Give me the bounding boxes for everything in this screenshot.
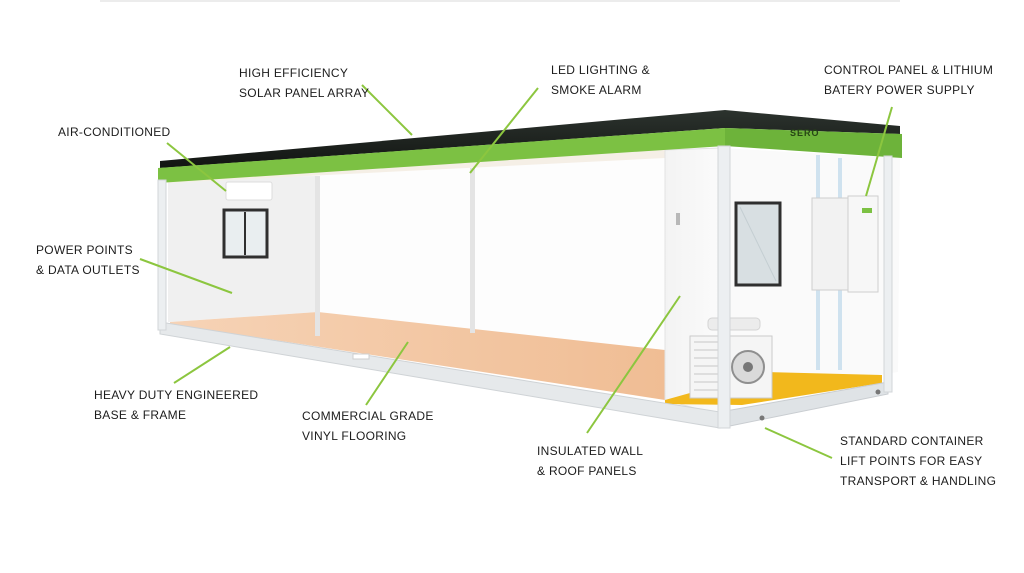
brand-logo: SERO <box>790 128 820 138</box>
lift-point-2 <box>875 389 881 395</box>
corner-post-back-right <box>883 155 893 393</box>
callout-lift-line2: LIFT POINTS FOR EASY <box>840 454 983 468</box>
leader-lift <box>764 427 833 459</box>
callout-lift-line1: STANDARD CONTAINER <box>840 434 984 448</box>
air-conditioner-unit <box>225 181 273 201</box>
wall-post-2 <box>470 168 475 333</box>
callout-control: CONTROL PANEL & LITHIUM BATERY POWER SUP… <box>824 60 993 100</box>
callout-solar-line2: SOLAR PANEL ARRAY <box>239 86 370 100</box>
callout-power-line1: POWER POINTS <box>36 243 133 257</box>
callout-aircon: AIR-CONDITIONED <box>58 122 171 142</box>
callout-insulated-line2: & ROOF PANELS <box>537 464 637 478</box>
callout-base: HEAVY DUTY ENGINEERED BASE & FRAME <box>94 385 258 425</box>
callout-control-line2: BATERY POWER SUPPLY <box>824 83 975 97</box>
corner-post-front-right <box>717 145 731 429</box>
leader-flooring <box>365 341 409 406</box>
leader-base <box>173 346 231 384</box>
callout-flooring-line2: VINYL FLOORING <box>302 429 407 443</box>
callout-led-line1: LED LIGHTING & <box>551 63 650 77</box>
leader-power <box>139 258 233 294</box>
callout-flooring-line1: COMMERCIAL GRADE <box>302 409 434 423</box>
callout-insulated: INSULATED WALL & ROOF PANELS <box>537 441 643 481</box>
callout-lift-line3: TRANSPORT & HANDLING <box>840 474 997 488</box>
leader-led <box>469 87 539 174</box>
roof-fascia-end <box>725 128 902 158</box>
panel-badge <box>862 208 872 213</box>
callout-aircon-line1: AIR-CONDITIONED <box>58 125 171 139</box>
leader-insulated <box>586 295 681 434</box>
callout-insulated-line1: INSULATED WALL <box>537 444 644 458</box>
callout-led: LED LIGHTING & SMOKE ALARM <box>551 60 650 100</box>
leader-aircon <box>166 142 227 192</box>
leader-lines <box>139 84 893 459</box>
wall-post-1 <box>315 176 320 336</box>
callout-led-line2: SMOKE ALARM <box>551 83 642 97</box>
leader-solar <box>361 84 413 136</box>
callout-solar: HIGH EFFICIENCY SOLAR PANEL ARRAY <box>239 63 369 103</box>
ac-pipe <box>707 317 761 331</box>
callout-base-line2: BASE & FRAME <box>94 408 187 422</box>
solar-roof <box>160 110 900 168</box>
control-panel-cabinet <box>811 197 853 291</box>
callout-lift: STANDARD CONTAINER LIFT POINTS FOR EASY … <box>840 431 996 491</box>
callout-flooring: COMMERCIAL GRADE VINYL FLOORING <box>302 406 434 446</box>
corner-post-front-left <box>157 179 167 331</box>
callout-power: POWER POINTS & DATA OUTLETS <box>36 240 140 280</box>
vinyl-floor <box>170 312 665 400</box>
lift-point-1 <box>759 415 765 421</box>
floor-tag <box>352 353 370 360</box>
callout-base-line1: HEAVY DUTY ENGINEERED <box>94 388 259 402</box>
light-switch <box>676 213 680 225</box>
callout-power-line2: & DATA OUTLETS <box>36 263 140 277</box>
top-divider <box>100 0 900 2</box>
leader-control <box>865 106 893 197</box>
callout-solar-line1: HIGH EFFICIENCY <box>239 66 349 80</box>
callout-control-line1: CONTROL PANEL & LITHIUM <box>824 63 994 77</box>
roof-fascia-front <box>158 128 725 183</box>
